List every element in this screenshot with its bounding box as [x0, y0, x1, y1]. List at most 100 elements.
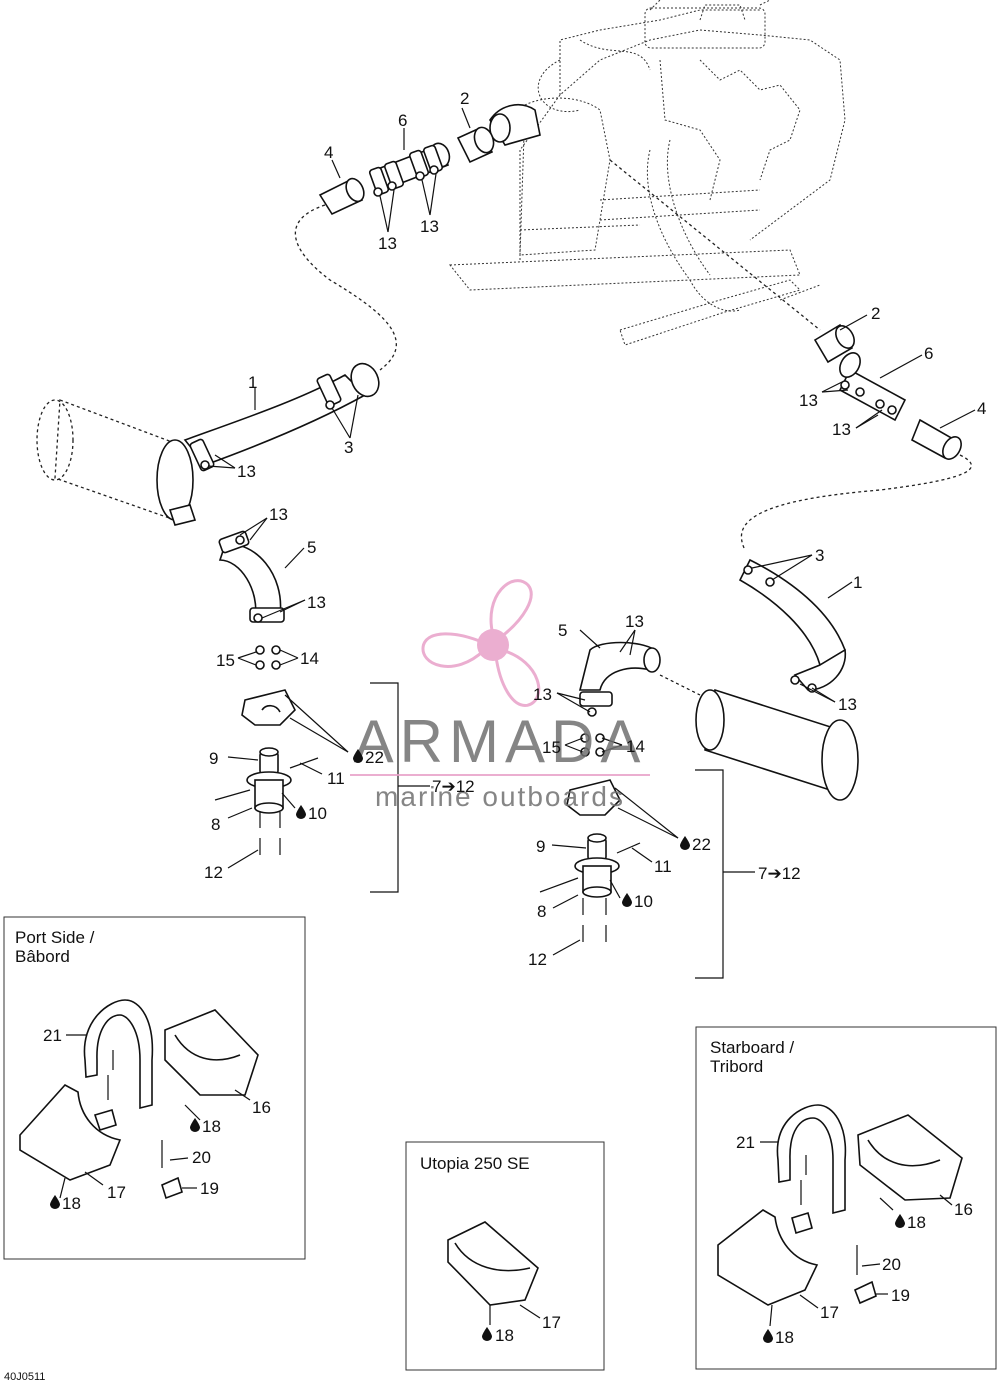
- leader-lines: [207, 107, 976, 956]
- callout-18: 18: [202, 1117, 221, 1136]
- callout-13: 13: [237, 462, 256, 481]
- callout-16: 16: [252, 1098, 271, 1117]
- exhaust-coupler-6-starboard: [838, 352, 907, 422]
- callout-20: 20: [192, 1148, 211, 1167]
- callout-range: 7➔12: [432, 777, 475, 796]
- callout-1: 1: [248, 373, 257, 392]
- muffler-guide-starboard: [659, 674, 701, 696]
- callout-6: 6: [924, 344, 933, 363]
- hardware-14-15-starboard: [580, 733, 605, 757]
- callout-19: 19: [200, 1179, 219, 1198]
- muffler-starboard: [695, 688, 859, 801]
- callout-19: 19: [891, 1286, 910, 1305]
- callout-3: 3: [344, 438, 353, 457]
- callout-20: 20: [882, 1255, 901, 1274]
- callout-4: 4: [324, 143, 333, 162]
- screws-12-port: [259, 812, 281, 855]
- callout-1: 1: [853, 573, 862, 592]
- callout-16: 16: [954, 1200, 973, 1219]
- oil-drop-icon: [296, 805, 306, 819]
- callout-22: 22: [365, 748, 384, 767]
- inset-utopia-title: Utopia 250 SE: [420, 1154, 530, 1173]
- bracket-22-starboard: [566, 779, 621, 816]
- callout-labels: 2 6 4 13 13 1 3 13 13 5 13 15 14 22 9 11…: [204, 89, 986, 969]
- callout-10: 10: [308, 804, 327, 823]
- elbow-5-starboard: [578, 641, 661, 717]
- inset-starboard-title-2: Tribord: [710, 1057, 763, 1076]
- oil-drop-icon: [680, 836, 690, 850]
- exhaust-hose-1-port: [183, 362, 380, 472]
- inset-starboard-title-1: Starboard /: [710, 1038, 794, 1057]
- callout-17: 17: [820, 1303, 839, 1322]
- group-bracket-port: [370, 682, 399, 893]
- callout-range: 7➔12: [758, 864, 801, 883]
- watermark-brand: ARMADA: [354, 708, 647, 775]
- exhaust-hose-1-starboard: [738, 558, 847, 693]
- callout-2: 2: [460, 89, 469, 108]
- callout-8: 8: [211, 815, 220, 834]
- hardware-14-15-port: [255, 645, 281, 670]
- elbow-5-port: [218, 530, 285, 623]
- oil-drop-icon: [895, 1214, 905, 1228]
- inset-port-side: Port Side / Bâbord 21 18 16 20 19 17 18: [3, 916, 306, 1260]
- callout-18: 18: [62, 1194, 81, 1213]
- callout-22: 22: [692, 835, 711, 854]
- inset-port-title-1: Port Side /: [15, 928, 95, 947]
- muffler-port: [36, 399, 197, 526]
- callout-15: 15: [216, 651, 235, 670]
- callout-14: 14: [300, 649, 319, 668]
- hose-sleeve-2-starboard: [813, 323, 855, 364]
- hose-sleeve-2-port: [456, 126, 495, 164]
- callout-18: 18: [775, 1328, 794, 1347]
- callout-13: 13: [533, 685, 552, 704]
- callout-9: 9: [536, 837, 545, 856]
- thru-hull-fitting-9-port: [214, 747, 319, 814]
- callout-14: 14: [626, 737, 645, 756]
- callout-13: 13: [378, 234, 397, 253]
- callout-15: 15: [542, 738, 561, 757]
- callout-8: 8: [537, 902, 546, 921]
- callout-13: 13: [307, 593, 326, 612]
- callout-12: 12: [528, 950, 547, 969]
- callout-13: 13: [625, 612, 644, 631]
- callout-11: 11: [327, 769, 345, 788]
- callout-4: 4: [977, 399, 986, 418]
- callout-11: 11: [654, 857, 672, 876]
- exhaust-outlet-port: [489, 104, 541, 146]
- callout-6: 6: [398, 111, 407, 130]
- callout-13: 13: [838, 695, 857, 714]
- callout-13: 13: [420, 217, 439, 236]
- callout-2: 2: [871, 304, 880, 323]
- callout-17: 17: [107, 1183, 126, 1202]
- bracket-22-port: [241, 689, 296, 726]
- screws-12-starboard: [582, 898, 607, 942]
- callout-21: 21: [43, 1026, 62, 1045]
- hose-sleeve-4-port: [318, 177, 365, 216]
- callout-10: 10: [634, 892, 653, 911]
- diagram-code: 40J0511: [4, 1371, 45, 1383]
- propeller-logo-icon: [421, 579, 541, 707]
- hose-route-starboard: [740, 454, 972, 551]
- callout-21: 21: [736, 1133, 755, 1152]
- oil-drop-icon: [763, 1329, 773, 1343]
- callout-5: 5: [558, 621, 567, 640]
- callout-13: 13: [269, 505, 288, 524]
- callout-13: 13: [799, 391, 818, 410]
- callout-18: 18: [495, 1326, 514, 1345]
- group-bracket-starboard: [695, 769, 724, 979]
- engine-to-starboard-guide: [609, 159, 821, 331]
- thru-hull-fitting-9-starboard: [539, 833, 641, 898]
- oil-drop-icon: [622, 893, 632, 907]
- oil-drop-icon: [190, 1118, 200, 1132]
- inset-port-title-2: Bâbord: [15, 947, 70, 966]
- callout-18: 18: [907, 1213, 926, 1232]
- exhaust-coupler-6-port: [368, 142, 451, 197]
- callout-3: 3: [815, 546, 824, 565]
- oil-drop-icon: [50, 1195, 60, 1209]
- hose-route-port: [294, 204, 397, 371]
- inset-utopia: Utopia 250 SE 18 17: [405, 1141, 605, 1371]
- callout-12: 12: [204, 863, 223, 882]
- callout-9: 9: [209, 749, 218, 768]
- watermark: ARMADA marine outboards: [350, 579, 650, 812]
